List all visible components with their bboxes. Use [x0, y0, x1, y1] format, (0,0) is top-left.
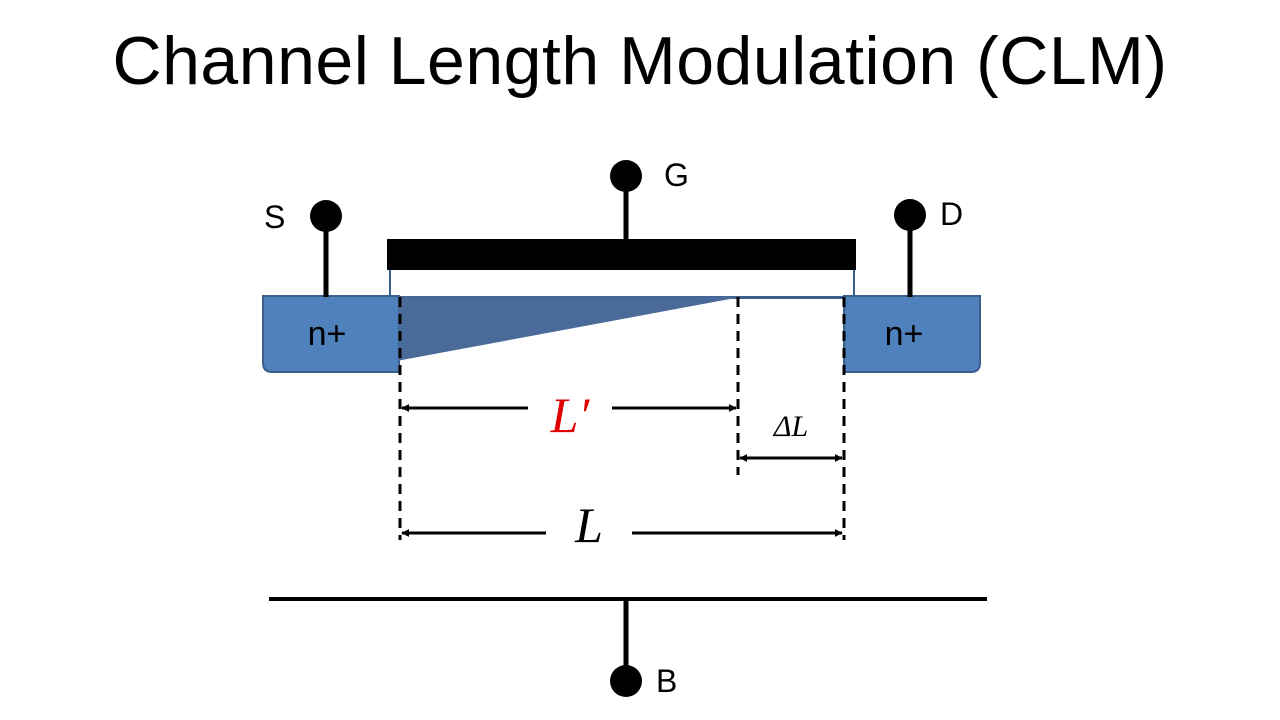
channel-length-label: L [574, 497, 603, 553]
drain-terminal [894, 199, 926, 231]
source-label: S [264, 199, 285, 235]
drain-doping-label: n+ [885, 315, 924, 353]
gate-terminal [610, 160, 642, 192]
effective-length-label: L′ [550, 387, 591, 443]
source-region [262, 295, 400, 373]
gate-electrode [387, 239, 856, 270]
body-terminal [610, 665, 642, 697]
body-label: B [656, 663, 677, 699]
source-doping-label: n+ [308, 315, 347, 353]
slide-title: Channel Length Modulation (CLM) [112, 23, 1168, 99]
drain-region [843, 295, 981, 373]
source-terminal [310, 200, 342, 232]
inversion-channel [398, 296, 739, 361]
delta-length-label: ΔL [773, 410, 808, 443]
gate-label: G [664, 157, 689, 193]
drain-label: D [940, 196, 963, 232]
